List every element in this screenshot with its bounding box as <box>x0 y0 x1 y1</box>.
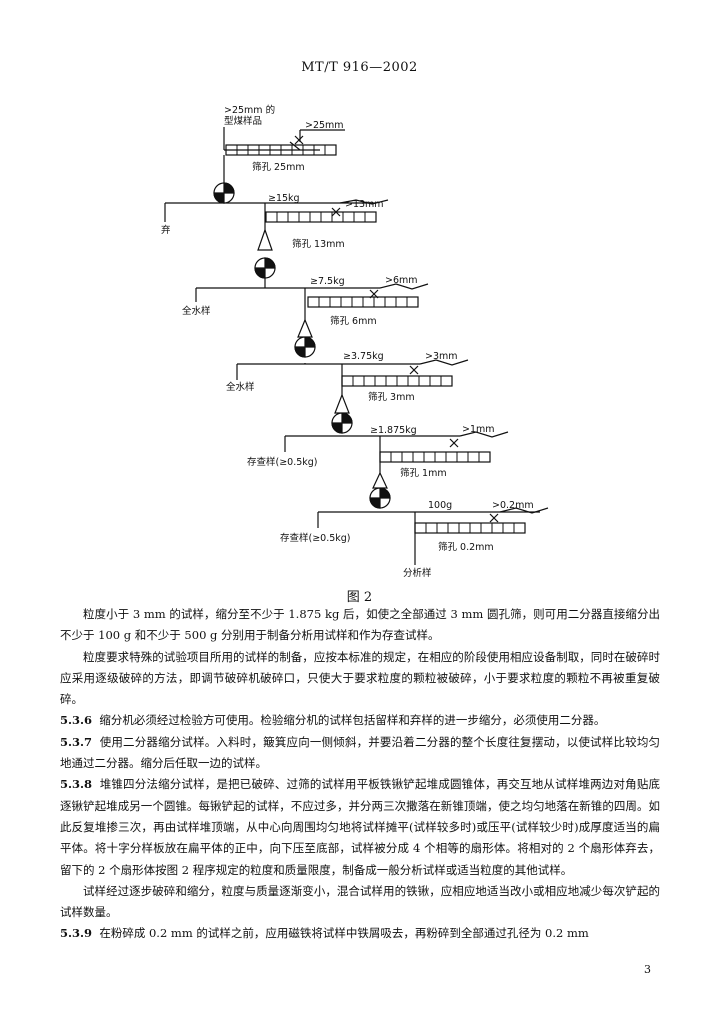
label-reserve-sample-2: 存查样(≥0.5kg) <box>280 532 351 544</box>
label-mass-3-75kg: ≥3.75kg <box>343 351 384 362</box>
section-number: 5.3.6 <box>60 713 93 728</box>
label-mass-15kg: ≥15kg <box>268 193 300 204</box>
page-header: MT/T 916—2002 <box>301 60 418 75</box>
label-mass-100g: 100g <box>428 500 452 511</box>
label-oversize-13: >13mm <box>345 199 384 210</box>
label-total-moisture-1: 全水样 <box>182 305 211 317</box>
label-sieve-1: 筛孔 1mm <box>400 467 447 479</box>
label-sieve-0-2: 筛孔 0.2mm <box>438 541 494 553</box>
crusher-icon <box>257 228 388 489</box>
paragraph-reduction: 试样经过逐步破碎和缩分，粒度与质量逐渐变小，混合试样用的铁锹，应相应地适当改小或… <box>60 883 660 920</box>
label-mass-1-875kg: ≥1.875kg <box>370 425 417 436</box>
label-discard: 弃 <box>161 224 171 236</box>
label-mass-7-5kg: ≥7.5kg <box>310 276 345 287</box>
paragraph-fine-sample: 粒度小于 3 mm 的试样，缩分至不少于 1.875 kg 后，如使之全部通过 … <box>60 607 660 643</box>
section-number: 5.3.9 <box>60 926 93 941</box>
paragraph-5-3-9: 5.3.9 在粉碎成 0.2 mm 的试样之前，应用磁铁将试样中铁屑吸去，再粉碎… <box>60 926 589 941</box>
label-oversize-1: >1mm <box>462 424 495 435</box>
label-input-type: 型煤样品 <box>224 115 262 127</box>
paragraph-5-3-7: 5.3.7 使用二分器缩分试样。入料时，簸箕应向一侧倾斜，并要沿着二分器的整个长… <box>60 734 660 771</box>
label-sieve-6: 筛孔 6mm <box>330 315 377 327</box>
figure-caption: 图 2 <box>346 590 373 605</box>
label-oversize-0-2: >0.2mm <box>492 500 534 511</box>
label-total-moisture-2: 全水样 <box>226 381 255 393</box>
paragraph-special-size: 粒度要求特殊的试验项目所用的试样的制备，应按本标准的规定，在相应的阶段使用相应设… <box>60 649 660 707</box>
page-number: 3 <box>644 963 651 976</box>
section-number: 5.3.7 <box>60 734 93 749</box>
label-oversize-6: >6mm <box>385 275 418 286</box>
body-text: 粒度小于 3 mm 的试样，缩分至不少于 1.875 kg 后，如使之全部通过 … <box>60 604 660 945</box>
label-reserve-sample-1: 存查样(≥0.5kg) <box>247 456 318 468</box>
label-oversize-3: >3mm <box>425 351 458 362</box>
label-sieve-3: 筛孔 3mm <box>368 391 415 403</box>
label-sieve-13: 筛孔 13mm <box>292 238 345 250</box>
label-sieve-25: 筛孔 25mm <box>252 161 305 173</box>
section-number: 5.3.8 <box>60 777 93 792</box>
sample-preparation-flowchart: >25mm 的 型煤样品 >25mm 筛孔 25mm ≥15kg >13mm 弃… <box>161 104 549 579</box>
paragraph-5-3-8: 5.3.8 堆锥四分法缩分试样，是把已破碎、过筛的试样用平板铁锹铲起堆成圆锥体，… <box>60 777 660 877</box>
label-analysis-sample: 分析样 <box>403 567 432 579</box>
label-oversize-25: >25mm <box>305 120 344 131</box>
label-input-size: >25mm 的 <box>224 104 275 116</box>
paragraph-5-3-6: 5.3.6 缩分机必须经过检验方可使用。检验缩分机的试样包括留样和弃样的进一步缩… <box>60 713 606 728</box>
